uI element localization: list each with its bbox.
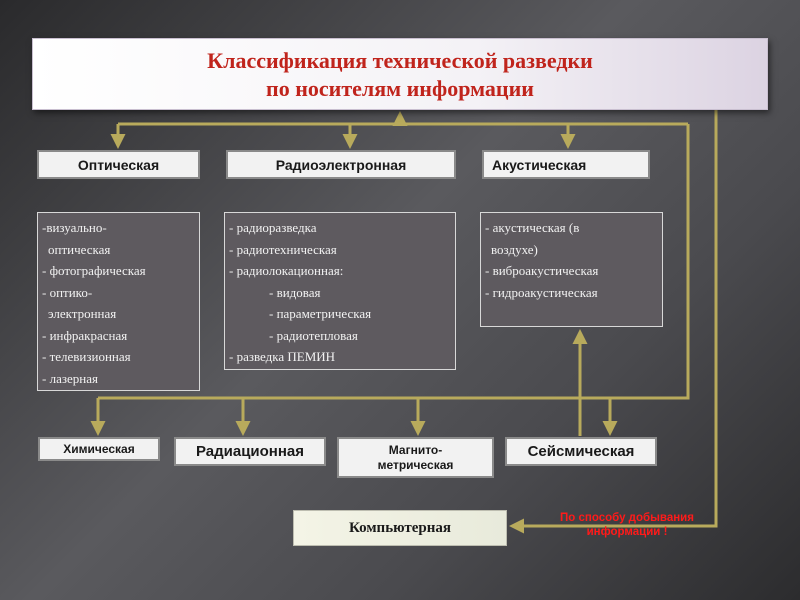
optical-list: -визуально- оптическая - фотографическая… [37,212,200,391]
magnetic-line-1: Магнито- [388,442,443,457]
category-radioelectronic: Радиоэлектронная [226,150,456,179]
list-item: воздухе) [491,241,538,257]
list-item: - радиотепловая [269,327,358,343]
diagram-title: Классификация технической разведки по но… [32,38,768,110]
note-line-2: информации ! [586,526,668,538]
category-radiation: Радиационная [174,437,326,466]
list-item: -визуально- [42,220,107,235]
category-magnetometric: Магнито- метрическая [337,437,494,478]
acoustic-list: - акустическая (в воздухе) - виброакусти… [480,212,663,327]
list-item: оптическая [48,241,111,257]
list-item: - видовая [269,284,321,300]
note-line-1: По способу добывания [560,512,694,524]
category-optical: Оптическая [37,150,200,179]
method-note: По способу добывания информации ! [522,511,732,539]
list-item: - акустическая (в [485,220,580,235]
list-item: - разведка ПЕМИН [229,349,336,364]
list-item: - оптико- [42,284,93,300]
list-item: - лазерная [42,370,98,386]
list-item: - инфракрасная [42,327,128,343]
category-acoustic: Акустическая [482,150,650,179]
arrow-to-computer [509,110,718,534]
title-line-1: Классификация технической разведки [207,48,593,73]
list-item: - телевизионная [42,349,131,364]
right-vertical-line [98,124,690,400]
list-item: - радиоразведка [229,220,317,235]
list-item: - гидроакустическая [485,284,598,300]
radio-list: - радиоразведка - радиотехническая - рад… [224,212,456,370]
magnetic-line-2: метрическая [377,457,454,472]
category-chemical: Химическая [38,437,160,461]
category-seismic: Сейсмическая [505,437,657,466]
title-line-2: по носителям информации [266,76,534,101]
list-item: - радиолокационная: [229,263,344,278]
list-item: - параметрическая [269,306,372,321]
list-item: - фотографическая [42,263,146,278]
list-item: - радиотехническая [229,241,337,257]
category-computer: Компьютерная [293,510,507,546]
list-item: электронная [48,306,117,321]
list-item: - виброакустическая [485,263,599,278]
